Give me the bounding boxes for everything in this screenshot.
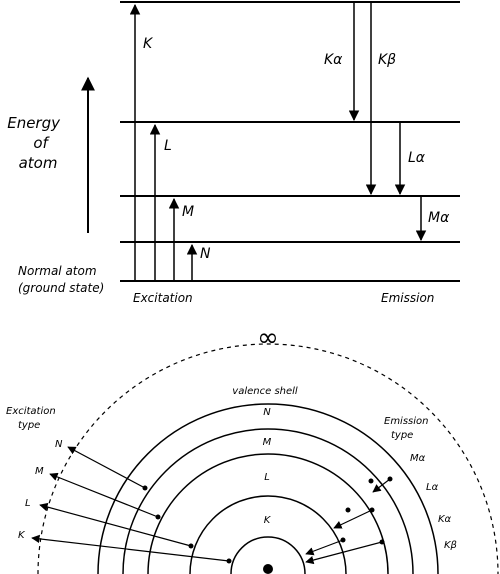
emission-label-l-alpha: Lα xyxy=(408,150,426,166)
emission-label-k-beta: Kβ xyxy=(378,52,396,68)
valence-shell-label: valence shell xyxy=(232,386,298,397)
excitation-label-n: N xyxy=(200,246,211,262)
infinity-boundary xyxy=(37,343,499,574)
excitation-caption: Excitation xyxy=(133,291,193,305)
excitation-label-k: K xyxy=(143,36,154,52)
emission-arrow-k-alpha-shell xyxy=(305,539,344,556)
shell-k xyxy=(230,536,306,574)
emission-caption: Emission xyxy=(381,291,434,305)
shell-n xyxy=(97,403,439,574)
excitation-type-k: K xyxy=(18,530,26,541)
nucleus xyxy=(263,564,273,574)
excitation-label-l: L xyxy=(164,138,172,154)
shell-diagram: ∞ valence shell N M L K Excitation type … xyxy=(6,323,499,574)
emission-arrow-l-alpha-shell xyxy=(333,509,373,529)
emission-type-m-alpha: Mα xyxy=(410,453,426,464)
infinity-symbol: ∞ xyxy=(257,323,279,353)
shell-label-m: M xyxy=(263,437,272,448)
energy-axis-label: Energy of atom xyxy=(7,114,65,172)
emission-type-k-beta: Kβ xyxy=(444,540,458,551)
shell-label-k: K xyxy=(264,515,272,526)
emission-label-k-alpha: Kα xyxy=(324,52,343,68)
emission-type-title: Emission type xyxy=(384,416,432,441)
energy-level-diagram: Energy of atom K L M N Kα Kβ Lα Mα Norma… xyxy=(7,1,460,305)
emission-type-l-alpha: Lα xyxy=(426,482,439,493)
emission-label-m-alpha: Mα xyxy=(428,210,450,226)
excitation-type-l: L xyxy=(25,498,31,509)
excitation-label-m: M xyxy=(182,204,194,220)
excitation-type-n: N xyxy=(55,439,63,450)
excitation-type-arrow-m xyxy=(49,472,159,518)
emission-type-k-alpha: Kα xyxy=(438,514,452,525)
shell-label-n: N xyxy=(263,407,271,418)
ground-state-label: Normal atom (ground state) xyxy=(18,264,104,295)
shell-label-l: L xyxy=(264,472,270,483)
excitation-type-m: M xyxy=(35,466,44,477)
excitation-type-arrow-n xyxy=(67,446,146,489)
excitation-type-arrow-k xyxy=(31,534,230,562)
shell-m xyxy=(122,428,414,574)
emission-dot-l-alpha-inner xyxy=(345,507,351,513)
shell-l-inner xyxy=(189,495,347,574)
excitation-type-title: Excitation type xyxy=(6,406,59,431)
shell-l xyxy=(147,453,389,574)
emission-arrow-m-alpha-shell xyxy=(372,478,391,493)
excitation-type-arrow-l xyxy=(39,502,192,547)
emission-dot-m-alpha-inner xyxy=(368,478,374,484)
emission-arrow-k-beta-shell xyxy=(305,541,383,565)
